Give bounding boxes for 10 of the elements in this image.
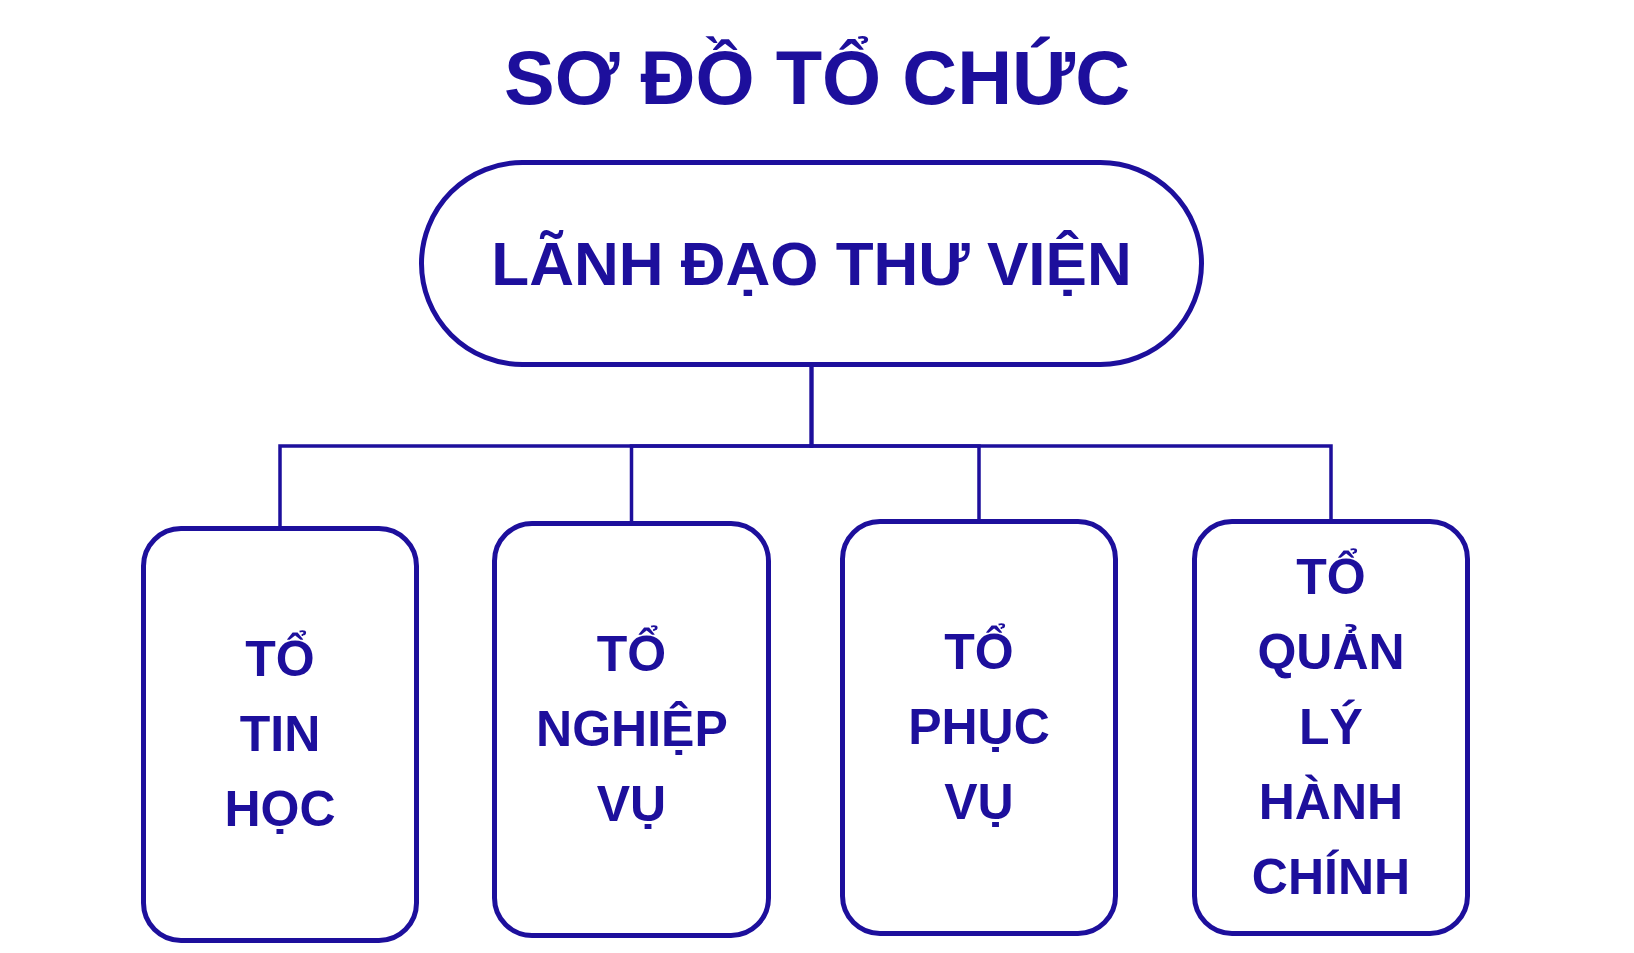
node-label: TỔ TIN HỌC [224, 629, 336, 839]
unit-box [141, 526, 419, 943]
unit-box [840, 519, 1118, 936]
unit-box [492, 521, 771, 938]
node-label: TỔ QUẢN LÝ HÀNH CHÍNH [1251, 547, 1411, 907]
node-label: TỔ NGHIỆP VỤ [536, 624, 727, 834]
unit-box [1192, 519, 1470, 936]
connector-line [809, 367, 1333, 519]
node-label: TỔ PHỤC VỤ [908, 622, 1050, 832]
node-label: LÃNH ĐẠO THƯ VIỆN [491, 227, 1132, 300]
